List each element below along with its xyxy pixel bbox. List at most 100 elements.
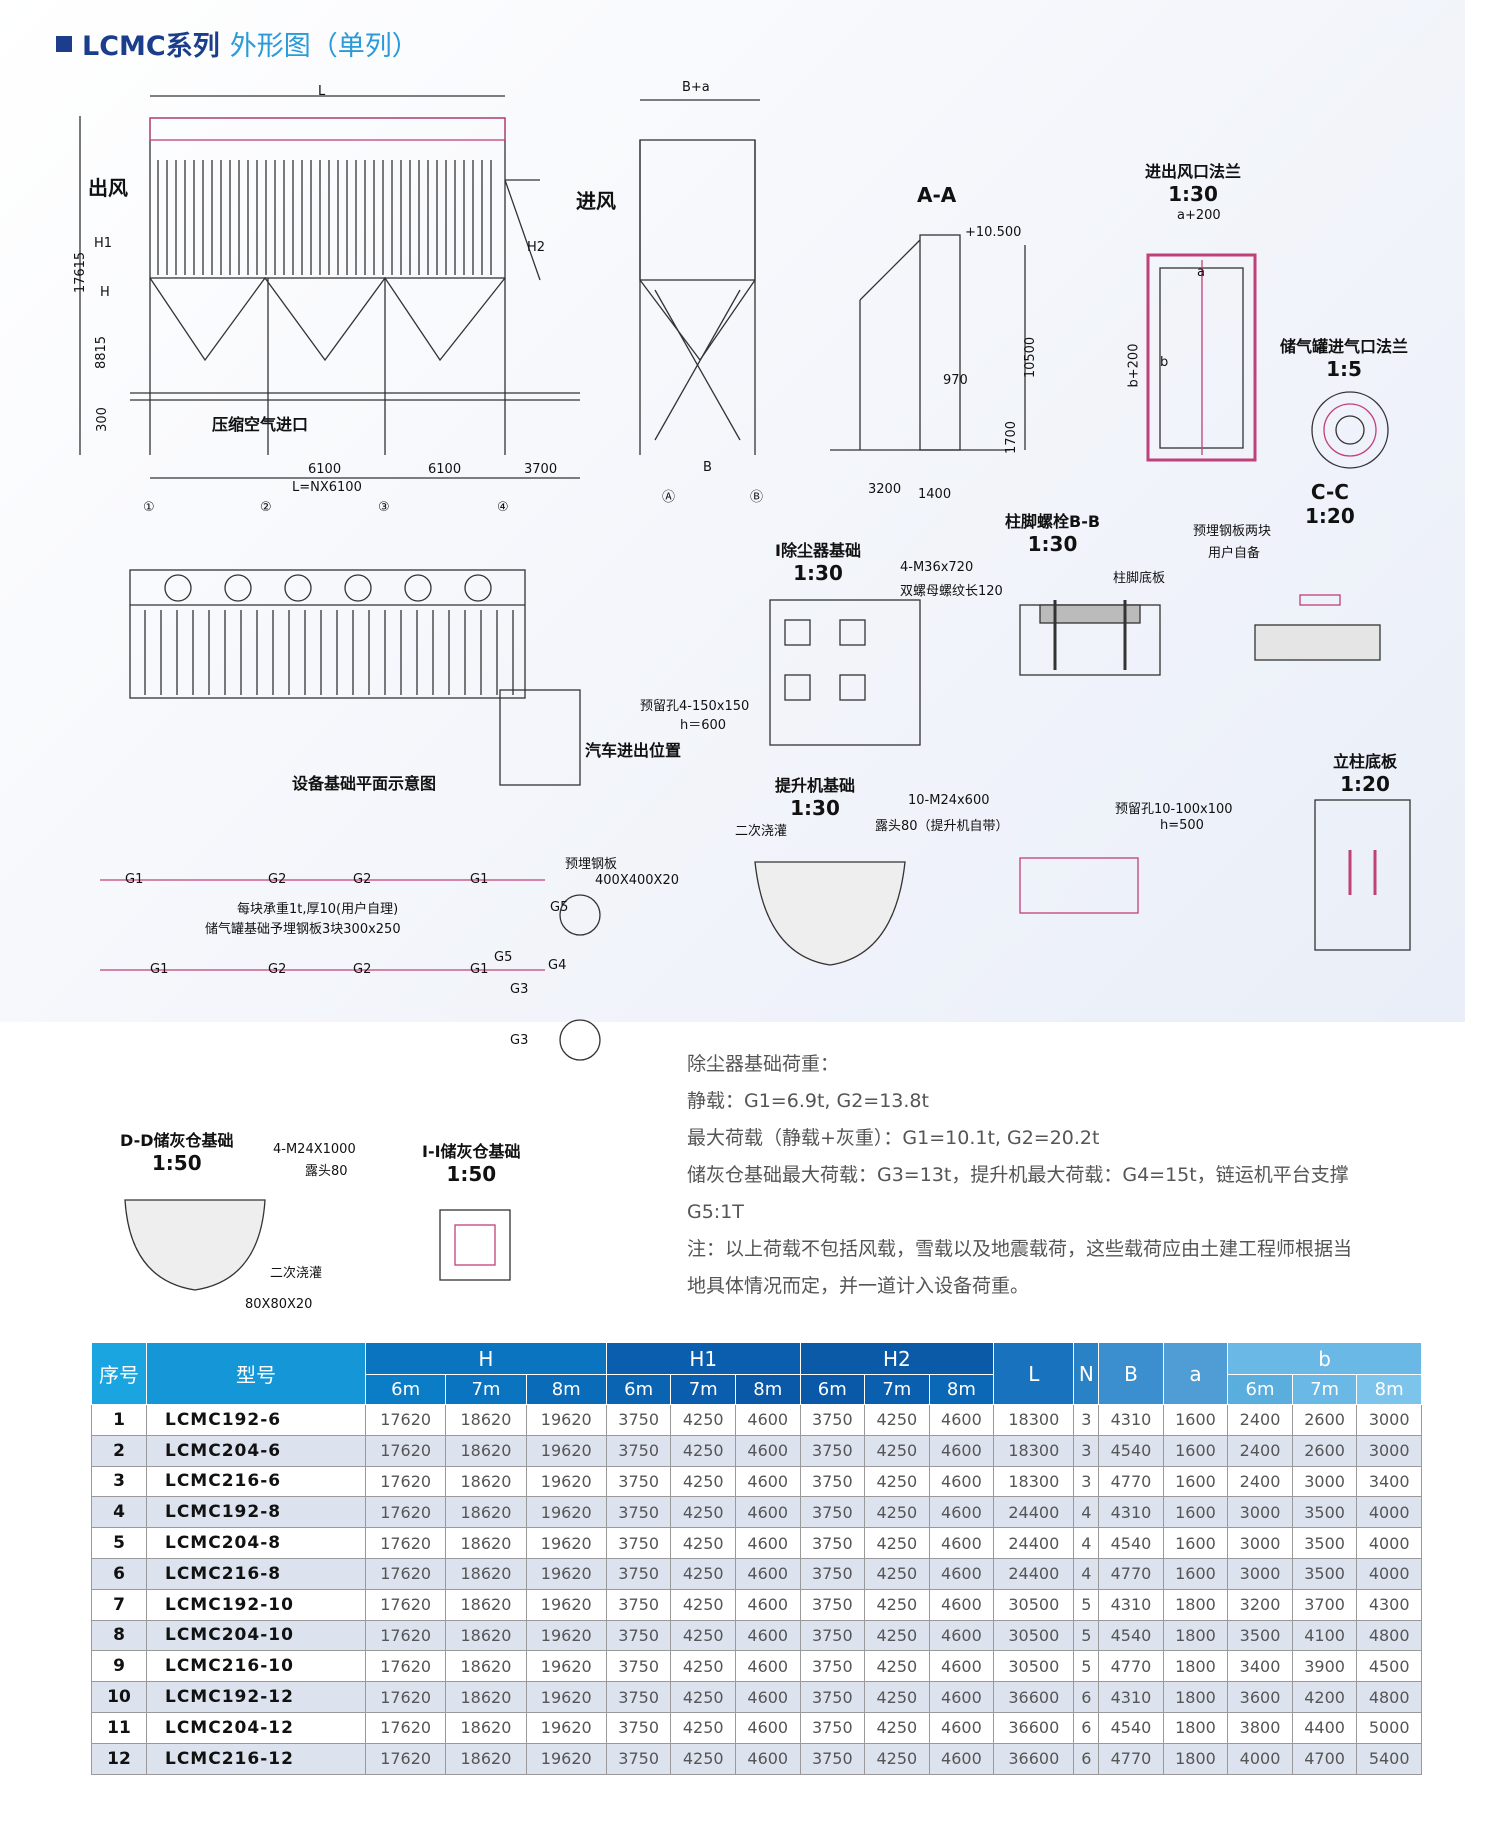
model-cell: LCMC204-6 [146, 1434, 366, 1467]
value-cell: 3 [1073, 1465, 1100, 1498]
value-cell: 19620 [525, 1650, 607, 1683]
value-cell: 4250 [864, 1527, 930, 1559]
value-cell: 4770 [1098, 1742, 1164, 1775]
value-cell: 1600 [1162, 1496, 1229, 1529]
model-cell: LCMC204-12 [146, 1711, 366, 1744]
value-cell: 1800 [1162, 1650, 1229, 1683]
value-cell: 18620 [445, 1557, 527, 1590]
row-index: 12 [91, 1742, 147, 1775]
value-cell: 4600 [928, 1434, 995, 1467]
dim-H: H [100, 285, 110, 300]
value-cell: 17620 [364, 1557, 447, 1590]
dim-b200: b+200 [1126, 343, 1142, 388]
value-cell: 4770 [1098, 1557, 1164, 1590]
model-cell: LCMC204-10 [146, 1619, 366, 1652]
value-cell: 4 [1073, 1496, 1100, 1529]
value-cell: 4250 [864, 1588, 930, 1621]
side-elevation-drawing [639, 99, 760, 455]
fan-icon [284, 574, 312, 602]
dim-span3: 3700 [524, 462, 558, 477]
value-cell: 17620 [364, 1619, 447, 1652]
title-square-icon [56, 35, 72, 52]
value-cell: 4 [1073, 1557, 1100, 1590]
value-cell: 3750 [799, 1404, 866, 1436]
foundation-drawing [769, 599, 921, 746]
value-cell: 1800 [1162, 1681, 1229, 1713]
value-cell: 17620 [364, 1496, 447, 1529]
value-cell: 30500 [993, 1619, 1075, 1652]
value-cell: 4250 [670, 1681, 736, 1713]
subheader-6m: 6m [799, 1374, 866, 1405]
value-cell: 4310 [1098, 1404, 1164, 1436]
value-cell: 5400 [1356, 1742, 1422, 1775]
value-cell: 4250 [670, 1496, 736, 1529]
value-cell: 3750 [605, 1557, 672, 1590]
row-index: 6 [91, 1557, 147, 1590]
value-cell: 6 [1073, 1711, 1100, 1744]
h600-label: h＝600 [680, 718, 727, 733]
value-cell: 4600 [734, 1681, 801, 1713]
subheader-6m: 6m [364, 1374, 447, 1405]
load-notes: 除尘器基础荷重： 静载：G1=6.9t, G2=13.8t 最大荷载（静载+灰重… [687, 1046, 1457, 1305]
header-H: H [365, 1342, 607, 1375]
header-model: 型号 [146, 1342, 366, 1405]
value-cell: 19620 [525, 1496, 607, 1529]
value-cell: 4600 [734, 1742, 801, 1775]
dd-bolt-label: 4-M24X1000 [273, 1142, 356, 1157]
value-cell: 1800 [1162, 1619, 1229, 1652]
value-cell: 3000 [1356, 1434, 1422, 1467]
model-cell: LCMC192-8 [146, 1496, 366, 1529]
value-cell: 19620 [525, 1527, 607, 1559]
tank-flange-drawing [1311, 391, 1389, 469]
reserved-hole-label: 预留孔4-150x150 [640, 699, 750, 714]
value-cell: 3750 [799, 1496, 866, 1529]
hoist-exposed-label: 露头80（提升机自带） [875, 819, 1009, 834]
hoist-bolt-label: 10-M24x600 [908, 793, 990, 808]
value-cell: 19620 [525, 1711, 607, 1744]
dim-span1: 6100 [308, 462, 342, 477]
value-cell: 4250 [864, 1434, 930, 1467]
value-cell: 4 [1073, 1527, 1100, 1559]
dim-1400: 1400 [918, 487, 952, 502]
g-label: G1 [470, 962, 489, 977]
value-cell: 1800 [1162, 1742, 1229, 1775]
load-note2: 储气罐基础予埋钢板3块300x250 [205, 922, 401, 937]
value-cell: 1600 [1162, 1434, 1229, 1467]
value-cell: 4250 [864, 1681, 930, 1713]
value-cell: 3000 [1356, 1404, 1422, 1436]
cc-detail-drawing [1254, 594, 1381, 661]
value-cell: 18620 [445, 1404, 527, 1436]
technical-drawings [79, 95, 1411, 1291]
value-cell: 3 [1073, 1404, 1100, 1436]
value-cell: 18620 [445, 1527, 527, 1559]
hoist-foundation-drawing [754, 861, 906, 966]
g-label: G2 [268, 872, 287, 887]
dim-3200: 3200 [868, 482, 902, 497]
value-cell: 3800 [1227, 1711, 1293, 1744]
value-cell: 17620 [364, 1465, 447, 1498]
value-cell: 24400 [993, 1557, 1075, 1590]
plan-view-drawing [100, 569, 601, 1061]
value-cell: 3400 [1356, 1465, 1422, 1498]
header-L: L [993, 1342, 1075, 1405]
dim-elev: +10.500 [965, 225, 1022, 240]
dim-H1: H1 [94, 236, 113, 251]
value-cell: 18620 [445, 1619, 527, 1652]
value-cell: 6 [1073, 1742, 1100, 1775]
value-cell: 3000 [1227, 1527, 1293, 1559]
value-cell: 2400 [1227, 1465, 1293, 1498]
value-cell: 5 [1073, 1650, 1100, 1683]
value-cell: 18620 [445, 1588, 527, 1621]
g-label: G2 [353, 962, 372, 977]
value-cell: 4540 [1098, 1619, 1164, 1652]
value-cell: 4600 [928, 1588, 995, 1621]
fan-icon [404, 574, 432, 602]
g-label: G3 [510, 1033, 529, 1048]
dim-L: L [318, 84, 326, 99]
value-cell: 5000 [1356, 1711, 1422, 1744]
value-cell: 1600 [1162, 1404, 1229, 1436]
